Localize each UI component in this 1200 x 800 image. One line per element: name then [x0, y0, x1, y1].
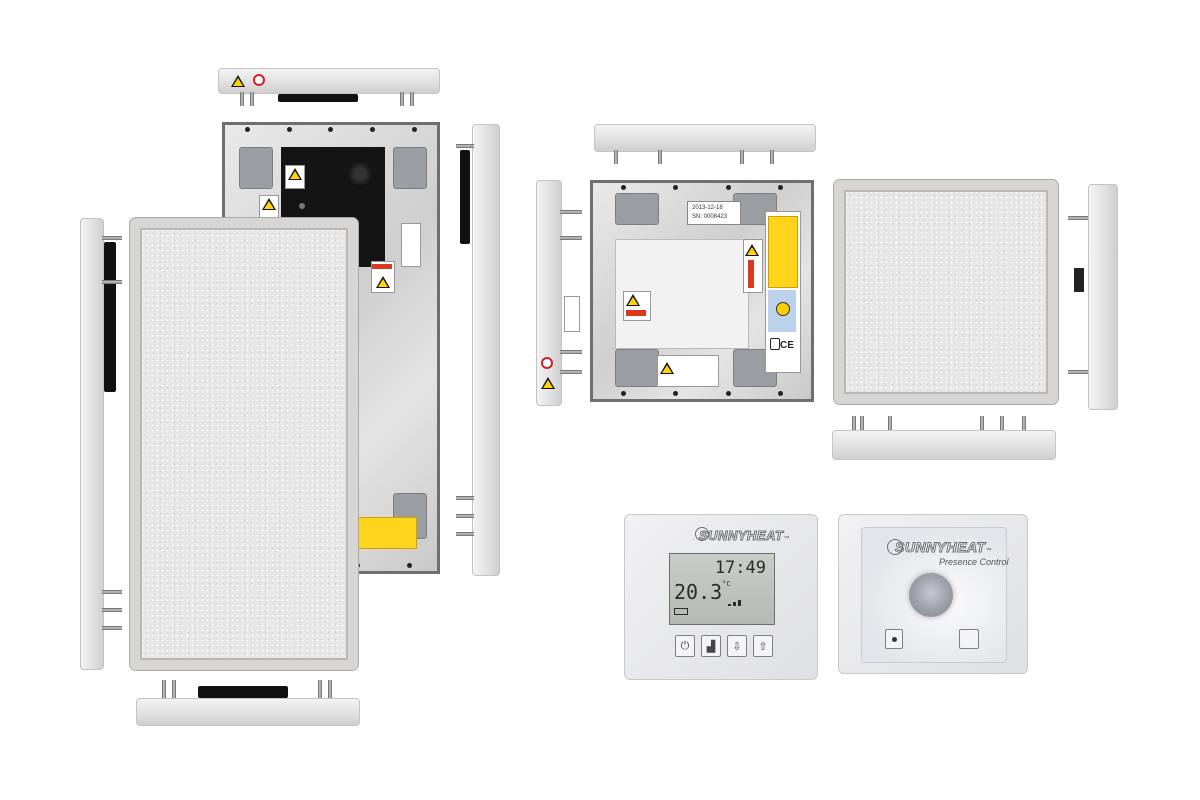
presence-button-left[interactable]	[885, 629, 903, 649]
tall-panel-front	[130, 218, 358, 670]
square-panel-back: 2013-12-18 SN: 0008423 CE	[590, 180, 814, 402]
warning-sticker	[743, 239, 763, 293]
certification-icon	[776, 302, 790, 316]
tall-panel-bottom-brackets	[160, 680, 340, 700]
square-panel-bottom-brackets	[850, 416, 1030, 432]
square-panel-assembly: 2013-12-18 SN: 0008423 CE	[520, 110, 1120, 470]
tall-panel-left-edge	[80, 218, 104, 670]
sun-icon	[695, 527, 709, 541]
serial-date: 2013-12-18	[692, 205, 723, 211]
thermostat-controller: SUNNYHEAT™ 17:49 20.3°C ⏻ ▟ ⇩ ⇧	[624, 514, 818, 680]
weee-icon	[770, 338, 780, 350]
mounting-bracket	[393, 147, 427, 189]
no-touch-icon	[253, 74, 265, 86]
no-touch-icon	[541, 357, 553, 369]
tall-panel-right-brackets	[456, 140, 474, 560]
temperature-unit: °C	[722, 580, 731, 588]
lcd-time: 17:49	[714, 558, 766, 578]
brand-trademark: ™	[783, 536, 790, 542]
tall-panel-left-brackets	[102, 230, 122, 650]
presence-subtitle: Presence Control	[939, 557, 1009, 567]
brand-logo: SUNNYHEAT™	[698, 527, 790, 545]
temp-up-button[interactable]: ⇧	[753, 635, 773, 657]
signal-hand-icon: ▟	[706, 640, 716, 653]
square-panel-right-brackets	[1068, 200, 1088, 390]
presence-controller: SUNNYHEAT™ Presence Control	[838, 514, 1028, 674]
mode-indicator-icon	[674, 608, 688, 615]
brand-name: SUNNYHEAT	[895, 539, 986, 556]
tall-panel-top-edge	[218, 68, 440, 94]
lcd-temperature: 20.3°C	[674, 580, 731, 604]
temperature-value: 20.3	[674, 580, 723, 604]
square-panel-right-edge	[1088, 184, 1118, 410]
mounting-bracket	[615, 349, 659, 387]
motion-sensor-lens	[909, 573, 953, 617]
warning-sticker	[371, 261, 395, 293]
power-hand-icon: ⏻	[680, 639, 690, 652]
signal-button[interactable]: ▟	[701, 635, 721, 657]
brand-logo: SUNNYHEAT™	[895, 539, 992, 557]
warning-sticker	[285, 165, 305, 189]
product-label: CE	[765, 211, 801, 373]
arrow-up-icon: ⇧	[758, 640, 768, 653]
ce-mark: CE	[780, 340, 794, 351]
presence-button-right[interactable]	[959, 629, 979, 649]
tall-panel-bottom-edge	[136, 698, 360, 726]
square-panel-bottom-edge	[832, 430, 1056, 460]
product-label	[357, 517, 417, 549]
lcd-display: 17:49 20.3°C	[669, 553, 775, 625]
brand-name: SUNNYHEAT	[698, 528, 784, 544]
signal-bars-icon	[728, 598, 746, 606]
square-panel-left-brackets	[560, 200, 582, 390]
tall-panel-right-edge	[472, 124, 500, 576]
tall-panel-top-brackets	[238, 92, 418, 106]
square-panel-top-edge	[594, 124, 816, 152]
mounting-bracket	[239, 147, 273, 189]
serial-sticker	[401, 223, 421, 267]
tall-panel-assembly	[0, 0, 520, 760]
arrow-down-icon: ⇩	[732, 640, 742, 653]
temp-down-button[interactable]: ⇩	[727, 635, 747, 657]
dot-icon	[891, 636, 897, 642]
brand-trademark: ™	[985, 548, 992, 554]
serial-number: SN: 0008423	[692, 214, 728, 220]
serial-sticker: 2013-12-18 SN: 0008423	[687, 201, 741, 225]
square-panel-left-edge	[536, 180, 562, 406]
mounting-bracket	[615, 193, 659, 225]
warning-sticker	[623, 291, 651, 321]
square-panel-front	[834, 180, 1058, 404]
sun-icon	[887, 539, 903, 555]
square-panel-top-brackets	[612, 150, 782, 164]
warning-sticker	[657, 355, 719, 387]
power-button[interactable]: ⏻	[675, 635, 695, 657]
warning-sticker	[259, 195, 279, 219]
